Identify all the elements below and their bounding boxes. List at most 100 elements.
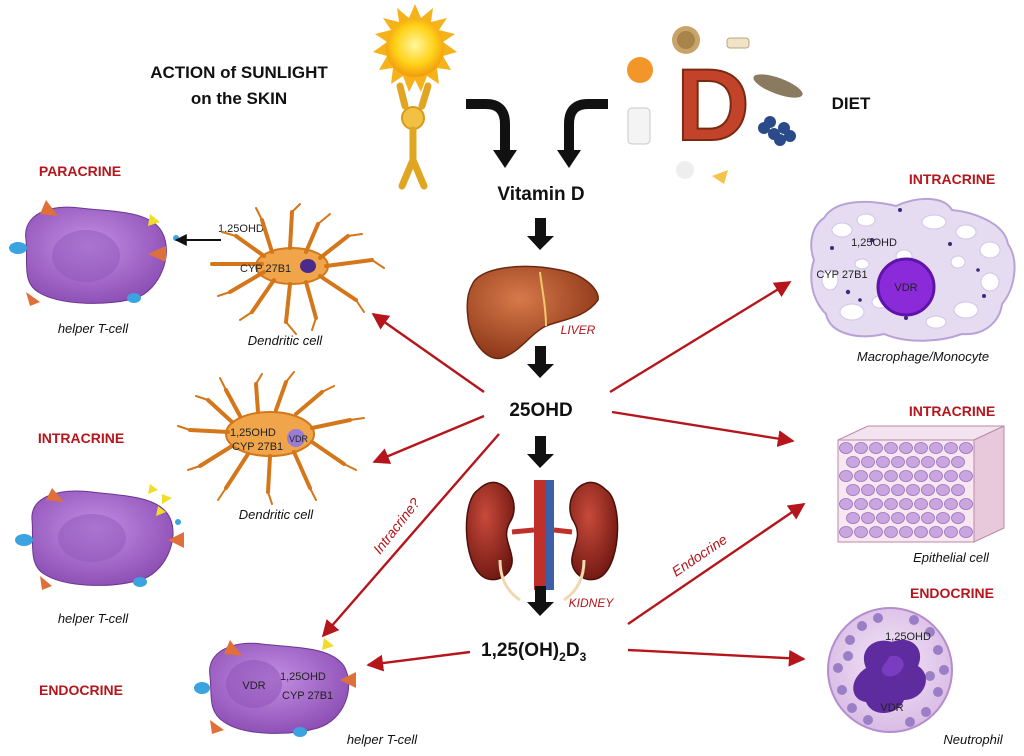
- neutrophil-granule: [905, 717, 915, 727]
- epithelial-cell: [891, 512, 905, 524]
- 25ohd-to-kidney-arrow: [527, 436, 554, 468]
- liver-to-25ohd-arrow: [527, 346, 554, 378]
- arrow-25ohd-to-epithelial: [611, 410, 795, 447]
- liver-icon: [466, 265, 599, 360]
- sunlight-label-line1: ACTION of SUNLIGHT: [150, 63, 328, 82]
- neutrophil-granule: [933, 687, 943, 697]
- epithelial-cell: [861, 512, 875, 524]
- epithelial-cell: [876, 484, 890, 496]
- epithelial-cell-icon: [837, 425, 1005, 543]
- paracrine-tcell-label: helper T-cell: [58, 321, 129, 336]
- epithelial-cell: [906, 512, 920, 524]
- endocrine-right-title: ENDOCRINE: [910, 585, 994, 601]
- epithelial-cell: [899, 442, 913, 454]
- epithelial-cell: [929, 470, 943, 482]
- arrow-25ohd-to-paracrine-dendritic: [371, 313, 485, 393]
- diet-label: DIET: [832, 94, 871, 113]
- 25ohd-label: 25OHD: [509, 400, 572, 421]
- endocrine-left-title: ENDOCRINE: [39, 682, 123, 698]
- macrophage-vdr-label: VDR: [894, 282, 917, 294]
- neutrophil-vdr-label: VDR: [880, 702, 903, 714]
- neutrophil-granule: [843, 651, 853, 661]
- kidney-label: KIDNEY: [569, 596, 615, 610]
- paracrine-enzyme-label: CYP 27B1: [240, 263, 291, 275]
- endocrine-ohd-label: 1,25OHD: [280, 671, 326, 683]
- epithelial-cell: [906, 456, 920, 468]
- epithelial-cell: [921, 512, 935, 524]
- intracrine-dendritic-vdr: VDR: [289, 434, 309, 444]
- neutrophil-granule: [925, 627, 935, 637]
- epithelial-cell: [906, 484, 920, 496]
- epithelial-cell: [914, 442, 928, 454]
- epithelial-cell: [854, 498, 868, 510]
- epithelial-cell: [914, 526, 928, 538]
- intracrine-tcell-label: helper T-cell: [58, 611, 129, 626]
- epithelial-cell: [951, 484, 965, 496]
- diet-letter-d: D: [676, 48, 750, 162]
- epithelial-cell: [869, 442, 883, 454]
- intracrine-dendritic-label: Dendritic cell: [239, 507, 315, 522]
- vitamin-d-to-liver-arrow: [527, 218, 554, 250]
- endocrine-vdr-label: VDR: [242, 680, 265, 692]
- person-figure-icon: [396, 82, 432, 190]
- epithelial-cell: [891, 484, 905, 496]
- sunlight-label-line2: on the SKIN: [191, 89, 287, 108]
- neutrophil-granule: [909, 615, 919, 625]
- epithelial-cell: [899, 470, 913, 482]
- epithelial-cell: [839, 470, 853, 482]
- macrophage-monocyte-icon: [810, 197, 1016, 342]
- helper-tcell-paracrine-icon: [9, 200, 179, 306]
- arrow-25ohd-to-endocrine-tcell: [321, 433, 500, 638]
- epithelial-cell: [884, 470, 898, 482]
- epithelial-cell: [959, 470, 973, 482]
- paracrine-title: PARACRINE: [39, 163, 121, 179]
- epithelial-cell: [914, 470, 928, 482]
- macrophage-ohd-label: 1,25OHD: [851, 237, 897, 249]
- endocrine-enzyme-label: CYP 27B1: [282, 690, 333, 702]
- arrow-active-to-epithelial: [627, 503, 806, 625]
- macrophage-label: Macrophage/Monocyte: [857, 349, 989, 364]
- neutrophil-granule: [837, 685, 847, 695]
- epithelial-cell: [846, 456, 860, 468]
- epithelial-cell: [959, 526, 973, 538]
- epithelial-cell: [861, 484, 875, 496]
- epithelial-cell: [929, 526, 943, 538]
- arrow-active-to-endocrine-tcell: [366, 650, 471, 672]
- epithelial-cell: [846, 484, 860, 496]
- epithelial-cell: [951, 512, 965, 524]
- epithelial-cell: [876, 456, 890, 468]
- epithelial-cell: [854, 470, 868, 482]
- neutrophil-granule: [939, 665, 949, 675]
- epithelial-cell: [839, 498, 853, 510]
- intracrine-dendritic-enzyme: CYP 27B1: [232, 441, 283, 453]
- epithelial-cell: [854, 442, 868, 454]
- epithelial-cell: [839, 526, 853, 538]
- paracrine-dendritic-label: Dendritic cell: [248, 333, 324, 348]
- epithelial-cell: [861, 456, 875, 468]
- epithelial-cell: [854, 526, 868, 538]
- epithelial-cell: [914, 498, 928, 510]
- liver-label: LIVER: [561, 323, 596, 337]
- epithelial-cell: [884, 442, 898, 454]
- sunlight-to-vitamin-d-arrow: [466, 99, 517, 168]
- neutrophil-granule: [925, 671, 935, 681]
- dendritic-cell-intracrine-icon: [177, 371, 365, 505]
- epithelial-cell: [936, 484, 950, 496]
- arrow-25ohd-to-intracrine-dendritic: [372, 414, 485, 464]
- epithelial-cell: [959, 442, 973, 454]
- paracrine-ohd-label: 1,25OHD: [218, 223, 264, 235]
- epithelial-cell: [944, 442, 958, 454]
- macrophage-enzyme-label: CYP 27B1: [816, 269, 867, 281]
- red-arrows: [321, 280, 806, 672]
- epithelial-cell: [846, 512, 860, 524]
- neutrophil-granule: [845, 635, 855, 645]
- neutrophil-granule: [933, 645, 943, 655]
- intracrine-dendritic-ohd: 1,25OHD: [230, 427, 276, 439]
- epithelial-cell: [944, 498, 958, 510]
- epithelial-cell: [869, 526, 883, 538]
- intracrine-left-title: INTRACRINE: [38, 430, 124, 446]
- neutrophil-label: Neutrophil: [943, 732, 1003, 747]
- epithelial-cell: [936, 512, 950, 524]
- neutrophil-ohd-label: 1,25OHD: [885, 631, 931, 643]
- neutrophil-granule: [833, 663, 843, 673]
